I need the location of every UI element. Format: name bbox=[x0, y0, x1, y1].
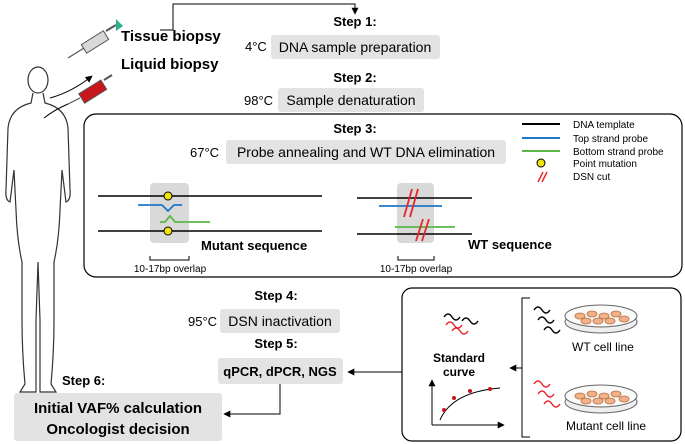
step6-line1: Initial VAF% calculation bbox=[34, 400, 202, 417]
wt-cell-line-label: WT cell line bbox=[572, 340, 634, 354]
step4-label: DSN inactivation bbox=[228, 313, 332, 329]
standard-curve-label-line1: Standard bbox=[433, 351, 485, 365]
step4-box bbox=[220, 309, 340, 333]
step5-label: qPCR, dPCR, NGS bbox=[223, 364, 337, 379]
legend: DNA template Top strand probe Bottom str… bbox=[522, 120, 664, 183]
legend-mutation-swatch bbox=[536, 158, 546, 168]
mutant-sequence-diagram: Mutant sequence 10-17bp overlap bbox=[98, 183, 322, 275]
wt-overlap-bracket bbox=[397, 256, 435, 261]
curve-point bbox=[452, 396, 456, 400]
step6-line2: Oncologist decision bbox=[46, 421, 189, 438]
syringe-liquid-icon bbox=[67, 74, 113, 105]
standard-curve-label-line2: curve bbox=[443, 365, 475, 379]
wt-sequence-label: WT sequence bbox=[468, 237, 552, 252]
step4-temp: 95°C bbox=[188, 314, 217, 329]
cell-line-bracket bbox=[521, 297, 530, 438]
mutant-point-mutation-top bbox=[163, 191, 173, 201]
legend-dsn-cut-swatch bbox=[537, 171, 548, 183]
mutant-bottom-probe bbox=[160, 214, 210, 223]
step1-box bbox=[271, 35, 440, 59]
mutant-top-probe bbox=[138, 204, 182, 213]
step5-title: Step 5: bbox=[254, 336, 297, 351]
dna-fragments-mixed-icon bbox=[443, 313, 479, 335]
mutant-overlap-label: 10-17bp overlap bbox=[134, 264, 207, 275]
step3-title: Step 3: bbox=[333, 121, 376, 136]
step4-title: Step 4: bbox=[254, 288, 297, 303]
curve-point bbox=[468, 389, 472, 393]
wt-cell-culture-dish-icon bbox=[564, 304, 638, 334]
step2-label: Sample denaturation bbox=[286, 92, 415, 108]
step3-frame bbox=[83, 113, 683, 278]
wt-sequence-diagram: WT sequence 10-17bp overlap bbox=[357, 183, 552, 275]
mutant-sequence-label: Mutant sequence bbox=[201, 238, 307, 253]
standard-curve-panel bbox=[401, 287, 682, 442]
wt-overlap-label: 10-17bp overlap bbox=[380, 264, 453, 275]
step3-temp: 67°C bbox=[190, 145, 219, 160]
mutant-dna-fragments-icon bbox=[533, 380, 561, 408]
wt-dsn-cut-bottom bbox=[415, 218, 430, 242]
step1-title: Step 1: bbox=[333, 14, 376, 29]
body-to-tissue-arrow bbox=[49, 75, 93, 99]
legend-dsn-cut-label: DSN cut bbox=[573, 172, 610, 183]
wt-dna-fragments-icon bbox=[533, 306, 561, 334]
step3-box bbox=[226, 140, 506, 164]
tissue-biopsy-label: Tissue biopsy bbox=[121, 28, 221, 45]
step1-label: DNA sample preparation bbox=[279, 39, 432, 55]
biopsy-to-step1-arrow bbox=[160, 3, 359, 31]
step1-temp: 4°C bbox=[245, 39, 267, 54]
curve-point bbox=[488, 387, 492, 391]
mutant-highlight-box bbox=[150, 183, 189, 243]
step3-label: Probe annealing and WT DNA elimination bbox=[237, 144, 495, 160]
mutant-point-mutation-bottom bbox=[163, 226, 173, 236]
step2-box bbox=[278, 88, 424, 112]
syringe-tissue-icon bbox=[67, 19, 123, 59]
standard-curve-plot bbox=[428, 379, 505, 429]
step6-box bbox=[14, 393, 222, 441]
curve-point bbox=[442, 408, 446, 412]
step5-box bbox=[218, 358, 343, 384]
step2-title: Step 2: bbox=[333, 70, 376, 85]
step2-temp: 98°C bbox=[244, 93, 273, 108]
mutant-overlap-bracket bbox=[149, 256, 190, 261]
human-figure-icon bbox=[5, 66, 71, 393]
body-to-liquid-arrow bbox=[43, 103, 69, 119]
mutant-cell-line-label: Mutant cell line bbox=[566, 419, 646, 433]
legend-mutation-label: Point mutation bbox=[573, 159, 637, 170]
step6-title: Step 6: bbox=[62, 373, 105, 388]
wt-dsn-cut-top bbox=[403, 188, 419, 218]
liquid-biopsy-label: Liquid biopsy bbox=[121, 56, 219, 73]
legend-template-label: DNA template bbox=[573, 120, 635, 131]
legend-top-probe-label: Top strand probe bbox=[573, 134, 648, 145]
legend-bottom-probe-label: Bottom strand probe bbox=[573, 147, 664, 158]
step5-to-step6-arrow bbox=[223, 384, 281, 418]
mutant-cell-culture-dish-icon bbox=[564, 384, 638, 414]
